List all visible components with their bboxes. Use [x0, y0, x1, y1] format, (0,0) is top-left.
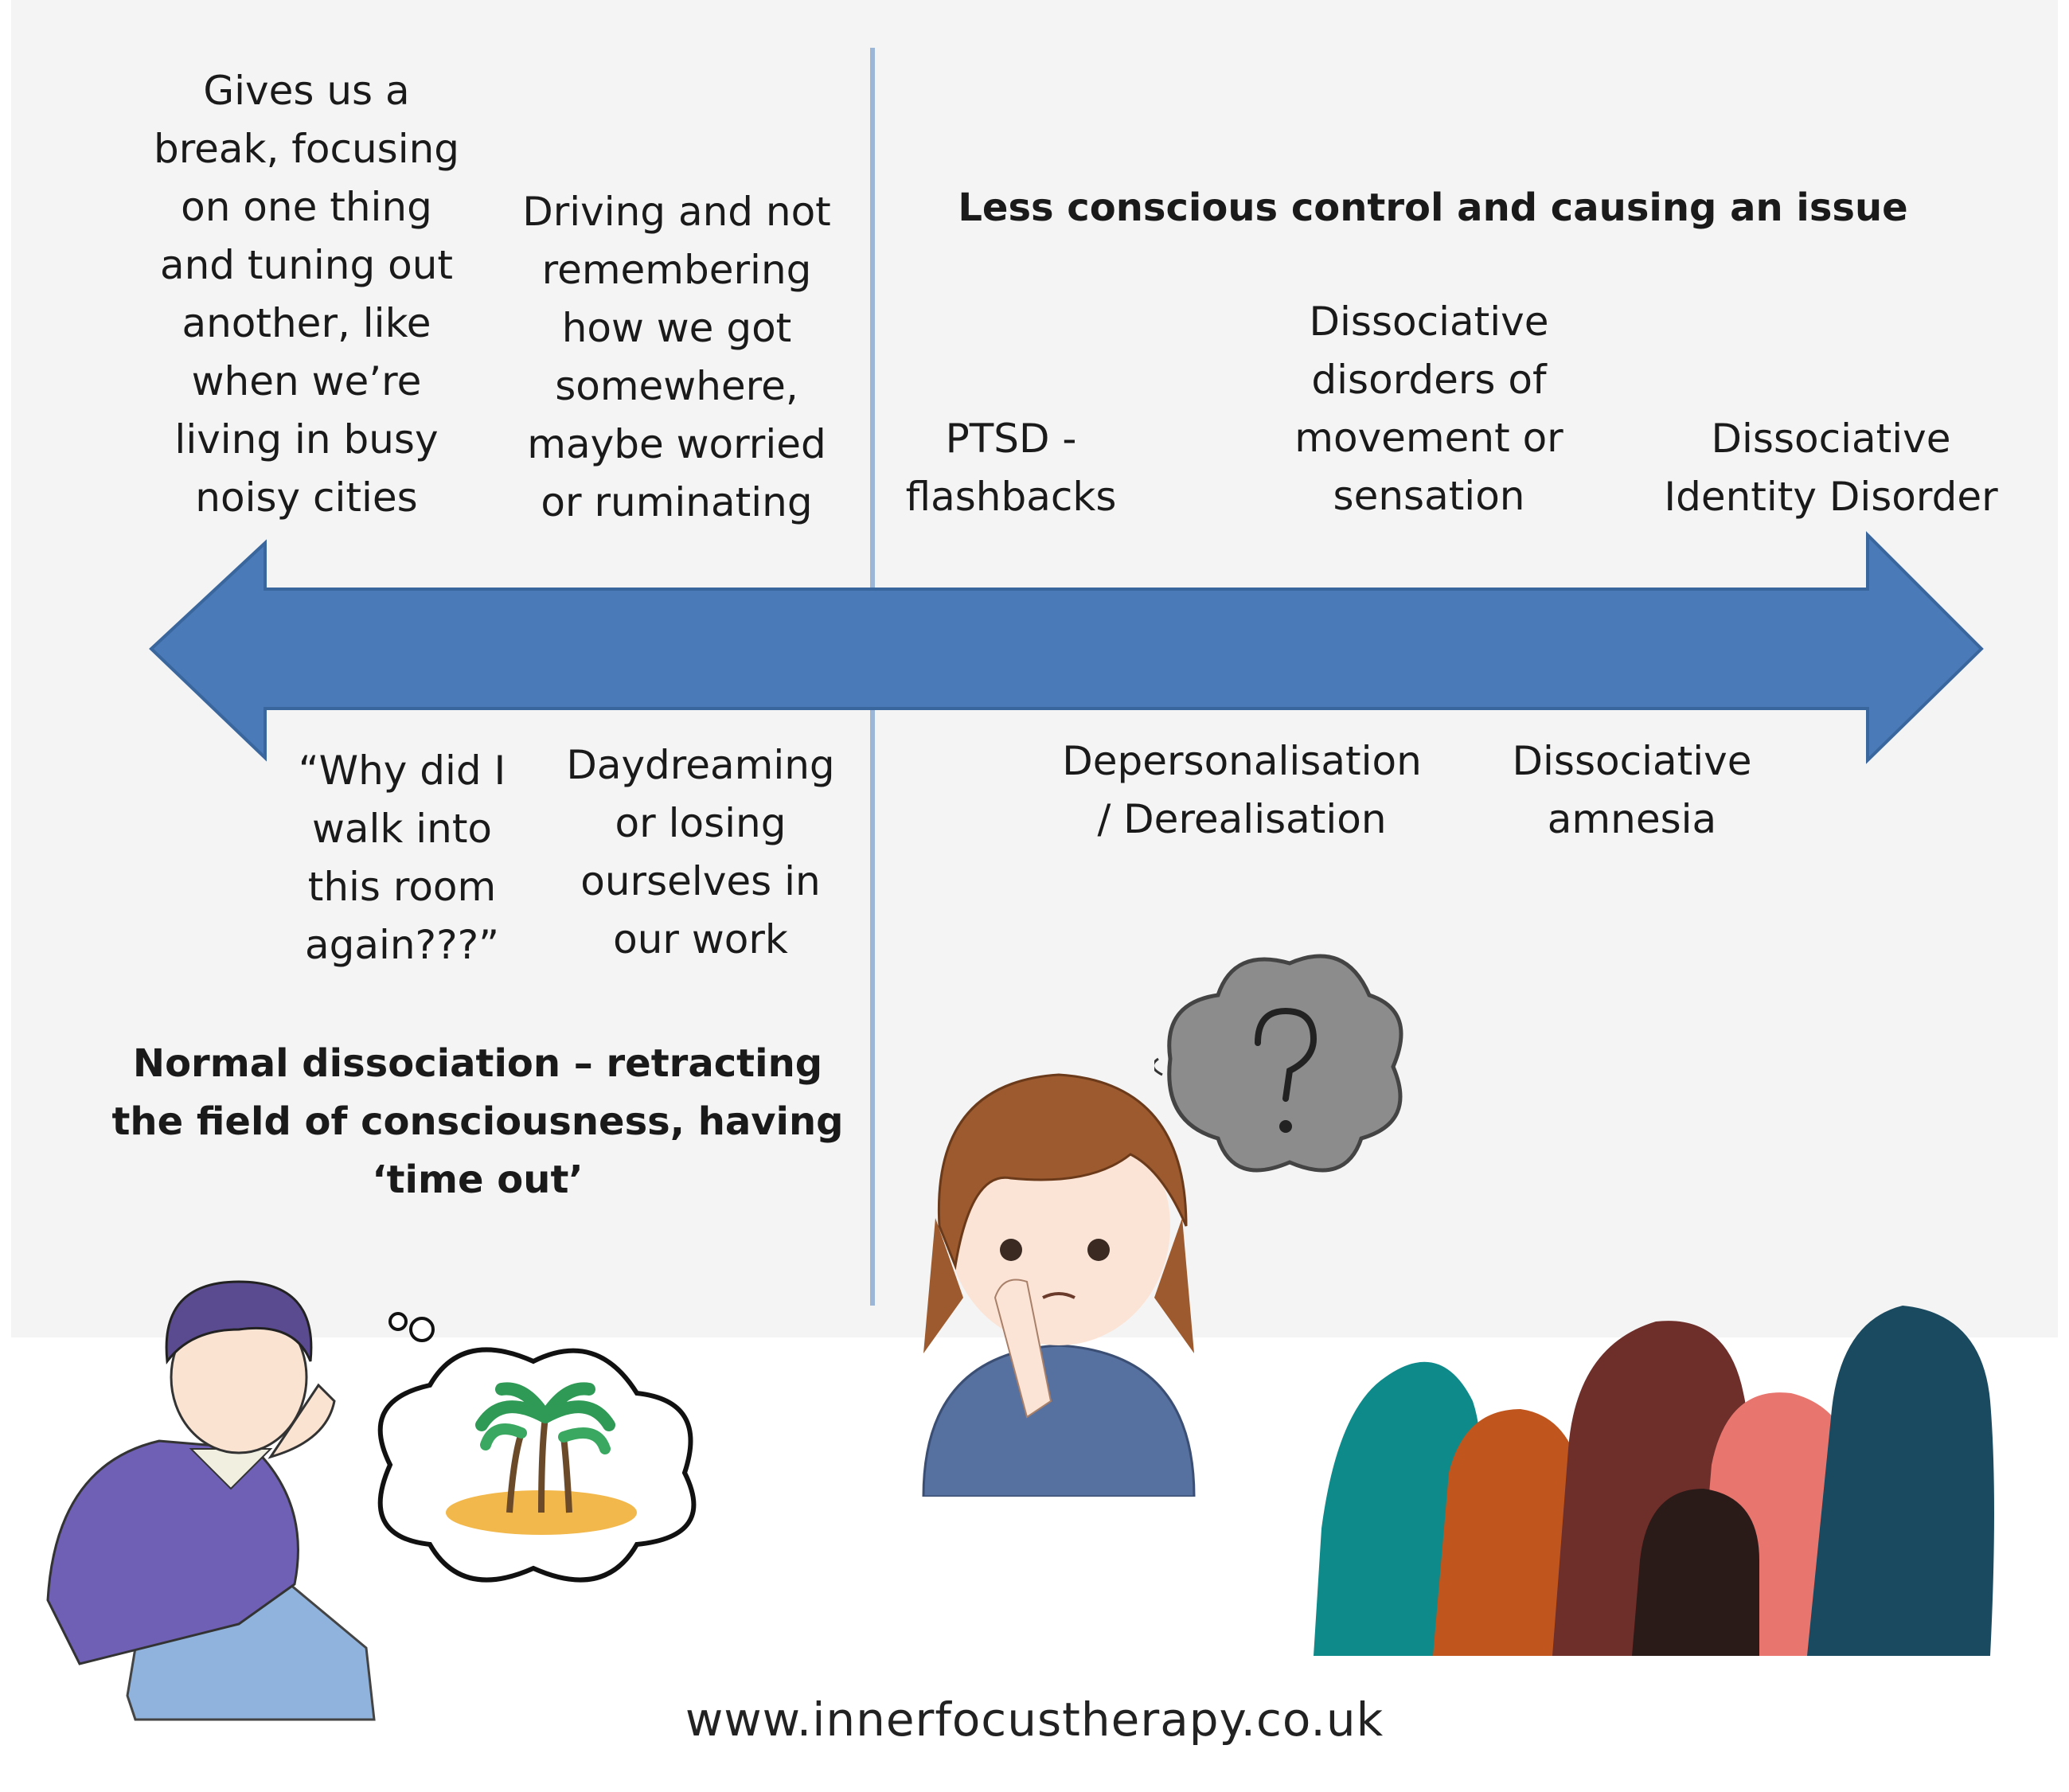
double-arrow — [149, 531, 1984, 764]
item-daydreaming: Daydreaming or losing ourselves in our w… — [566, 742, 835, 962]
item-movement-sensation: Dissociative disorders of movement or se… — [1294, 299, 1563, 519]
confused-girl-icon — [922, 1073, 1196, 1497]
double-arrow-shape — [149, 531, 1984, 764]
item-did: Dissociative Identity Disorder — [1664, 416, 1998, 520]
left-heading: Normal dissociation – retracting the fie… — [111, 1041, 844, 1202]
people-silhouettes-icon — [1314, 1306, 1994, 1656]
item-ptsd: PTSD - flashbacks — [905, 416, 1117, 520]
palm-island-thought-icon — [377, 1312, 697, 1583]
footer-url: www.innerfocustherapy.co.uk — [685, 1692, 1384, 1747]
man-daydreaming-icon — [46, 1280, 376, 1721]
item-driving: Driving and not remembering how we got s… — [522, 189, 831, 525]
item-busy-cities: Gives us a break, focusing on one thing … — [153, 68, 460, 521]
question-cloud-icon — [1154, 954, 1403, 1173]
item-amnesia: Dissociative amnesia — [1512, 738, 1752, 842]
item-walk-into-room: “Why did I walk into this room again???” — [298, 748, 506, 968]
item-depersonalisation: Depersonalisation / Derealisation — [1062, 738, 1422, 842]
right-heading: Less conscious control and causing an is… — [958, 185, 1908, 230]
